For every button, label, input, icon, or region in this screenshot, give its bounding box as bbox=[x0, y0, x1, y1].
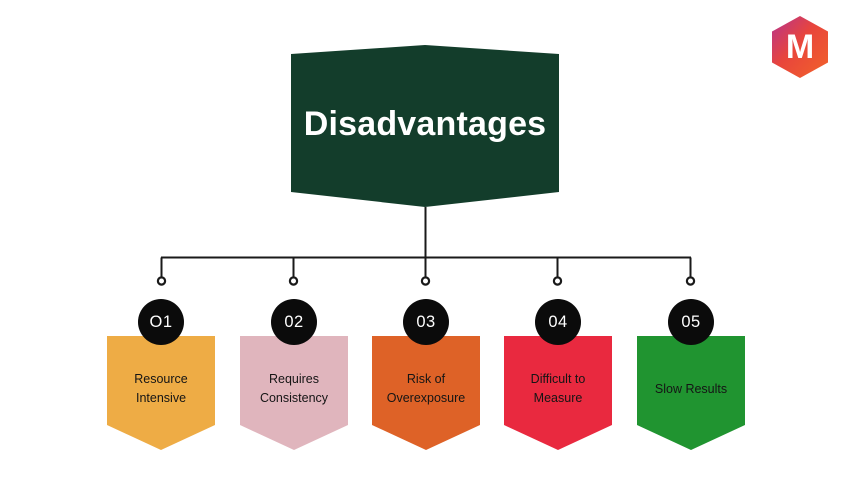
disadvantage-card-4[interactable]: Difficult to Measure 04 bbox=[504, 299, 612, 450]
disadvantage-card-3[interactable]: Risk of Overexposure 03 bbox=[372, 299, 480, 450]
page-title: Disadvantages bbox=[303, 105, 547, 143]
card-ribbon-shape bbox=[372, 336, 480, 450]
disadvantage-card-1[interactable]: Resource Intensive O1 bbox=[107, 299, 215, 450]
card-ribbon-fill bbox=[637, 336, 745, 450]
disadvantage-card-2[interactable]: Requires Consistency 02 bbox=[240, 299, 348, 450]
logo-letter: M bbox=[785, 28, 815, 66]
card-label: Difficult to Measure bbox=[530, 372, 586, 405]
card-number-badge: 03 bbox=[403, 299, 449, 345]
card-number-badge: 02 bbox=[271, 299, 317, 345]
connector-node-5 bbox=[685, 276, 696, 286]
card-label: Risk of Overexposure bbox=[386, 372, 466, 405]
card-ribbon-shape bbox=[637, 336, 745, 450]
card-ribbon-fill bbox=[504, 336, 612, 450]
card-ribbon-fill bbox=[107, 336, 215, 450]
card-ribbon-shape bbox=[504, 336, 612, 450]
logo-hexagon-icon bbox=[772, 16, 828, 78]
card-ribbon-fill bbox=[372, 336, 480, 450]
card-ribbon-shape bbox=[240, 336, 348, 450]
card-label: Requires Consistency bbox=[259, 372, 329, 405]
header-banner: Disadvantages bbox=[291, 44, 559, 209]
card-label: Resource Intensive bbox=[134, 372, 188, 405]
card-label: Slow Results bbox=[654, 381, 728, 396]
connector-node-3 bbox=[420, 276, 431, 286]
card-number-badge: O1 bbox=[138, 299, 184, 345]
card-number-badge: 05 bbox=[668, 299, 714, 345]
connector-node-4 bbox=[552, 276, 563, 286]
connector-node-1 bbox=[156, 276, 167, 286]
banner-shape bbox=[291, 45, 559, 207]
connector-node-2 bbox=[288, 276, 299, 286]
brand-logo: M bbox=[767, 14, 833, 80]
disadvantage-card-5[interactable]: Slow Results 05 bbox=[637, 299, 745, 450]
card-ribbon-shape bbox=[107, 336, 215, 450]
card-ribbon-fill bbox=[240, 336, 348, 450]
card-number-badge: 04 bbox=[535, 299, 581, 345]
